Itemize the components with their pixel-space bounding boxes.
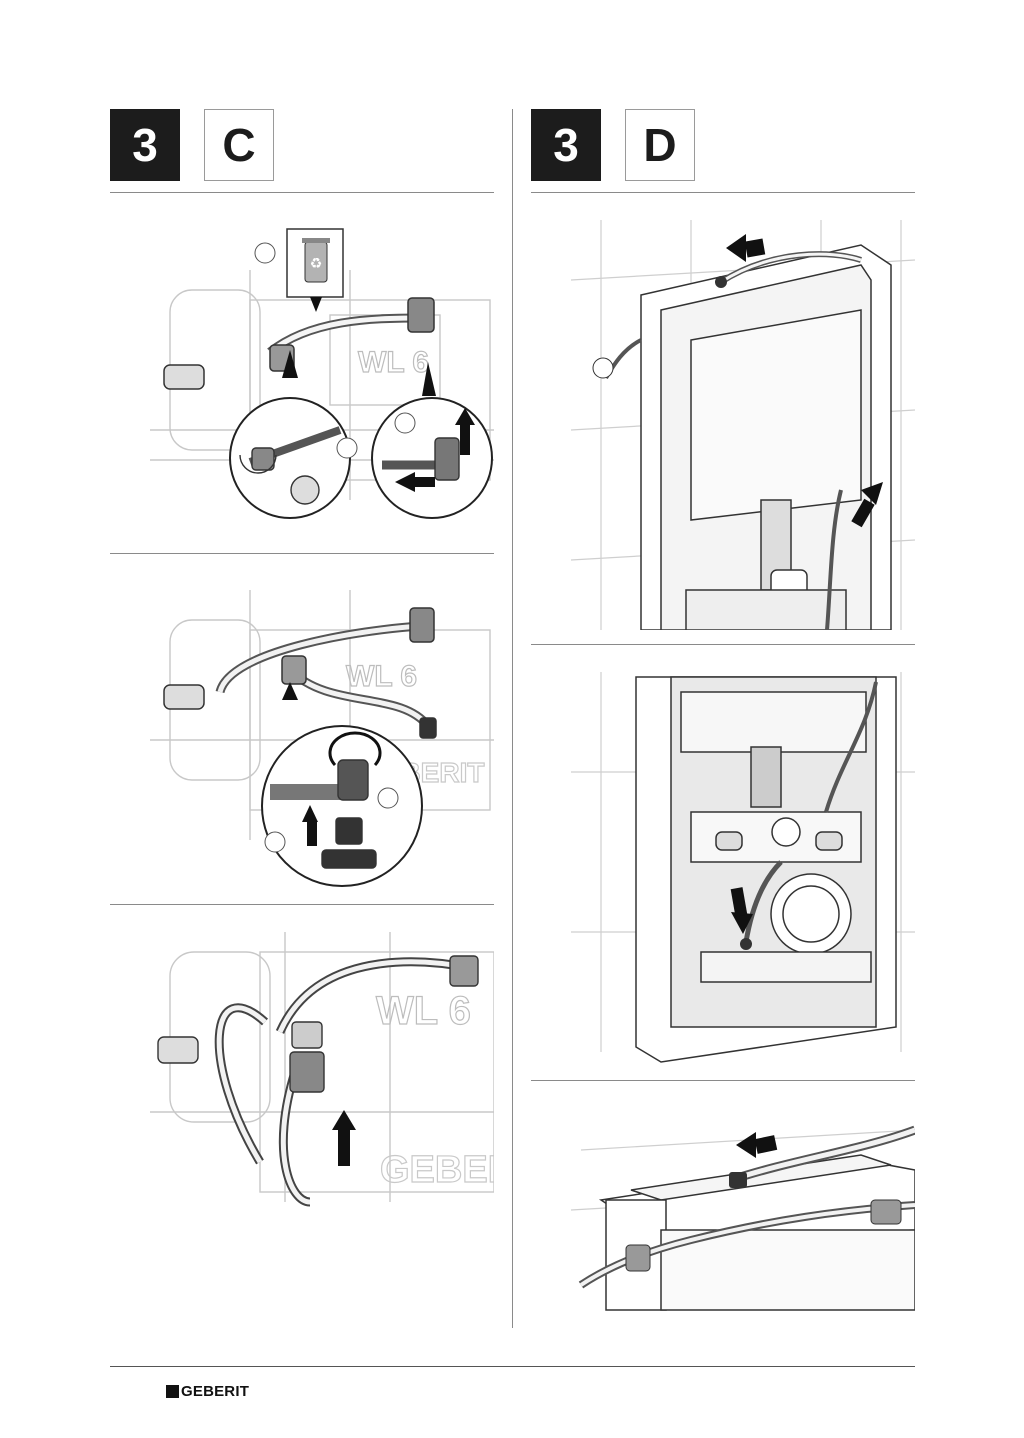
illustration-c1-remove-hose: WL 6 ♻: [110, 200, 494, 550]
section-rule-right-1: [531, 644, 915, 645]
step-letter: D: [643, 119, 677, 171]
header-rule-left: [110, 192, 494, 193]
step-letter-box-c: C: [204, 109, 274, 181]
step-number: 3: [553, 119, 579, 171]
step-letter: C: [222, 119, 256, 171]
logo-text: GEBERIT: [181, 1383, 250, 1400]
illustration-d3-frame-top-hose: [531, 1090, 915, 1320]
illustration-c2-t-piece: WL 6 GEBERIT: [110, 560, 494, 900]
illustration-c3-hoses-routed: WL 6 GEBERIT: [110, 912, 494, 1212]
step-number-box-d: 3: [531, 109, 601, 181]
header-rule-right: [531, 192, 915, 193]
step-letter-box-d: D: [625, 109, 695, 181]
geberit-logo: GEBERIT: [166, 1383, 249, 1400]
illustration-d1-frame-hose-top: [531, 200, 915, 630]
section-rule-left-2: [110, 904, 494, 905]
illustration-d2-frame-lower: [531, 652, 915, 1072]
column-divider: [512, 109, 513, 1328]
svg-text:♻: ♻: [310, 256, 323, 272]
footer-rule: [110, 1366, 915, 1367]
step-number: 3: [132, 119, 158, 171]
section-rule-left-1: [110, 553, 494, 554]
svg-text:WL 6: WL 6: [346, 660, 417, 693]
section-rule-right-2: [531, 1080, 915, 1081]
logo-square-mark: [166, 1385, 179, 1398]
brand-watermark-c3: GEBERIT: [380, 1149, 494, 1191]
frame-label-text: WL 6: [358, 346, 429, 379]
step-number-box-c: 3: [110, 109, 180, 181]
svg-text:WL 6: WL 6: [376, 989, 471, 1033]
